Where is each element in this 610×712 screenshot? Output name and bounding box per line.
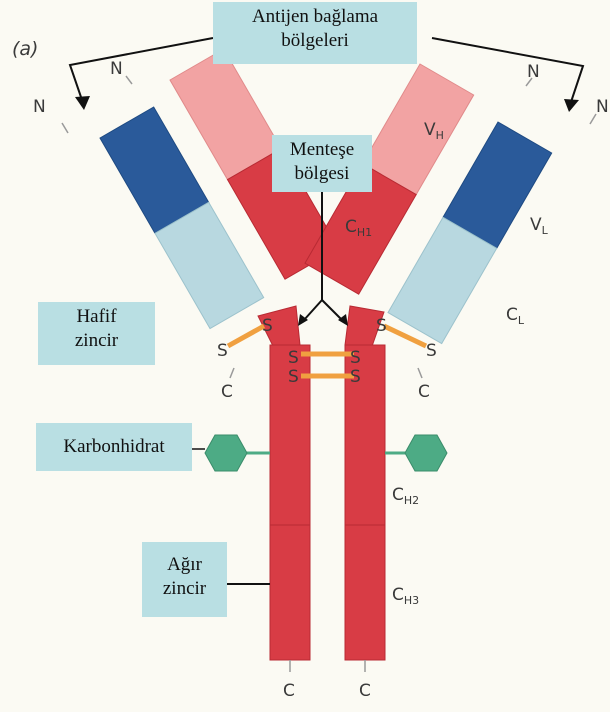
arrowhead-icon <box>75 96 90 110</box>
callout-text: bölgesi <box>272 162 372 186</box>
c-terminal-label: C <box>221 382 233 402</box>
s-label: S <box>288 367 299 387</box>
panel-label: (a) <box>12 38 38 60</box>
hinge-pointer-left <box>304 300 322 320</box>
c-terminal-label: C <box>418 382 430 402</box>
c-terminal-label: C <box>359 681 371 701</box>
callout-text: Ağır <box>142 553 227 577</box>
antigen-binding-callout: Antijen bağlama bölgeleri <box>213 2 417 64</box>
terminal-tick <box>230 368 234 378</box>
n-terminal-label: N <box>527 62 540 82</box>
left-light-heavy-disulfide <box>228 326 264 346</box>
callout-text: Menteşe <box>272 138 372 162</box>
s-label: S <box>350 367 361 387</box>
callout-text: Hafif <box>38 305 155 329</box>
callout-text: bölgeleri <box>213 29 417 53</box>
right-carbohydrate <box>405 435 447 471</box>
callout-text: Karbonhidrat <box>36 435 192 459</box>
callout-text: zincir <box>38 329 155 353</box>
cl-label: CL <box>506 305 525 327</box>
s-label: S <box>288 348 299 368</box>
s-label: S <box>262 316 273 336</box>
s-label: S <box>217 341 228 361</box>
carbohydrate-callout: Karbonhidrat <box>36 423 192 471</box>
terminal-tick <box>62 123 68 133</box>
ch3-label: CH3 <box>392 585 419 607</box>
light-chain-callout: Hafif zincir <box>38 302 155 365</box>
callout-text: Antijen bağlama <box>213 5 417 29</box>
left-carbohydrate <box>205 435 247 471</box>
heavy-chain-callout: Ağır zincir <box>142 542 227 617</box>
s-label: S <box>350 348 361 368</box>
terminal-tick <box>126 76 132 84</box>
hinge-pointer-right <box>322 300 342 320</box>
ch2-label: CH2 <box>392 485 419 507</box>
c-terminal-label: C <box>283 681 295 701</box>
callout-text: zincir <box>142 577 227 601</box>
s-label: S <box>376 316 387 336</box>
arrowhead-icon <box>338 314 348 326</box>
arrowhead-icon <box>564 99 579 112</box>
terminal-tick <box>418 368 422 378</box>
right-heavy-stem <box>345 345 385 660</box>
n-terminal-label: N <box>596 97 609 117</box>
n-terminal-label: N <box>110 59 123 79</box>
s-label: S <box>426 341 437 361</box>
vl-label: VL <box>530 215 549 237</box>
n-terminal-label: N <box>33 97 46 117</box>
hinge-region-callout: Menteşe bölgesi <box>272 135 372 192</box>
left-heavy-stem <box>270 345 310 660</box>
